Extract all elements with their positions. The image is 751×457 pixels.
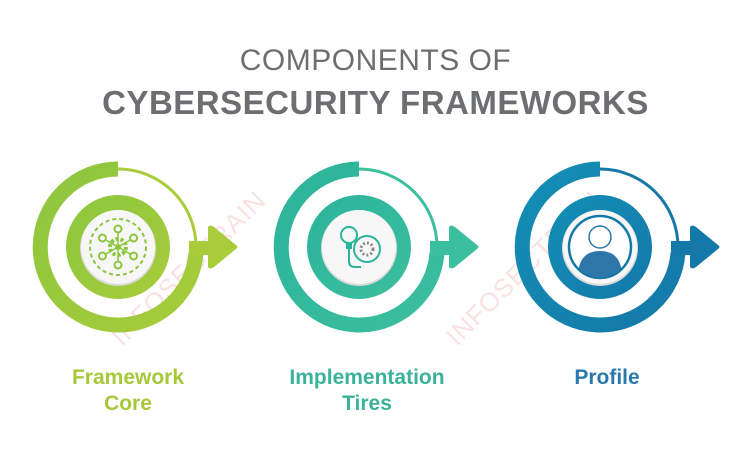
user-profile-icon xyxy=(567,214,633,280)
label-line: Framework xyxy=(71,366,185,389)
node xyxy=(129,233,139,243)
gear xyxy=(108,237,128,257)
label-framework-core: Framework Core xyxy=(18,365,238,417)
title-line-1: COMPONENTS OF xyxy=(239,44,512,77)
thin-arc xyxy=(358,167,439,248)
cog-outer xyxy=(353,235,381,263)
label-line: Profile xyxy=(574,366,640,389)
label-line: Tires xyxy=(342,392,392,415)
node xyxy=(113,260,123,270)
arrow-icon xyxy=(430,225,479,269)
thin-arc xyxy=(599,167,680,248)
component-0 xyxy=(32,161,238,333)
lightbulb-gear-icon xyxy=(340,226,381,268)
gear-network-icon xyxy=(89,218,147,276)
title-line-2: CYBERSECURITY FRAMEWORKS xyxy=(102,84,649,121)
outer-ring xyxy=(273,161,445,333)
avatar-body xyxy=(578,251,622,277)
label-profile: Profile xyxy=(497,365,717,391)
node xyxy=(113,224,123,234)
outer-ring xyxy=(32,161,204,333)
bulb-base xyxy=(346,243,352,249)
cog xyxy=(359,241,375,257)
arrow-icon xyxy=(671,225,720,269)
component-2 xyxy=(514,161,720,333)
dashed-circle xyxy=(89,218,147,276)
outer-ring xyxy=(514,161,686,333)
icon-disk xyxy=(322,210,396,284)
arrow-icon xyxy=(189,225,238,269)
thin-arc xyxy=(117,167,198,248)
component-1 xyxy=(273,161,479,333)
node xyxy=(97,251,107,261)
gear-hub xyxy=(115,244,121,250)
label-line: Core xyxy=(104,392,152,415)
node xyxy=(97,233,107,243)
node xyxy=(129,251,139,261)
avatar-head xyxy=(588,225,612,249)
label-line: Implementation xyxy=(289,366,445,389)
wire xyxy=(348,249,361,268)
label-implementation-tires: Implementation Tires xyxy=(257,365,477,417)
